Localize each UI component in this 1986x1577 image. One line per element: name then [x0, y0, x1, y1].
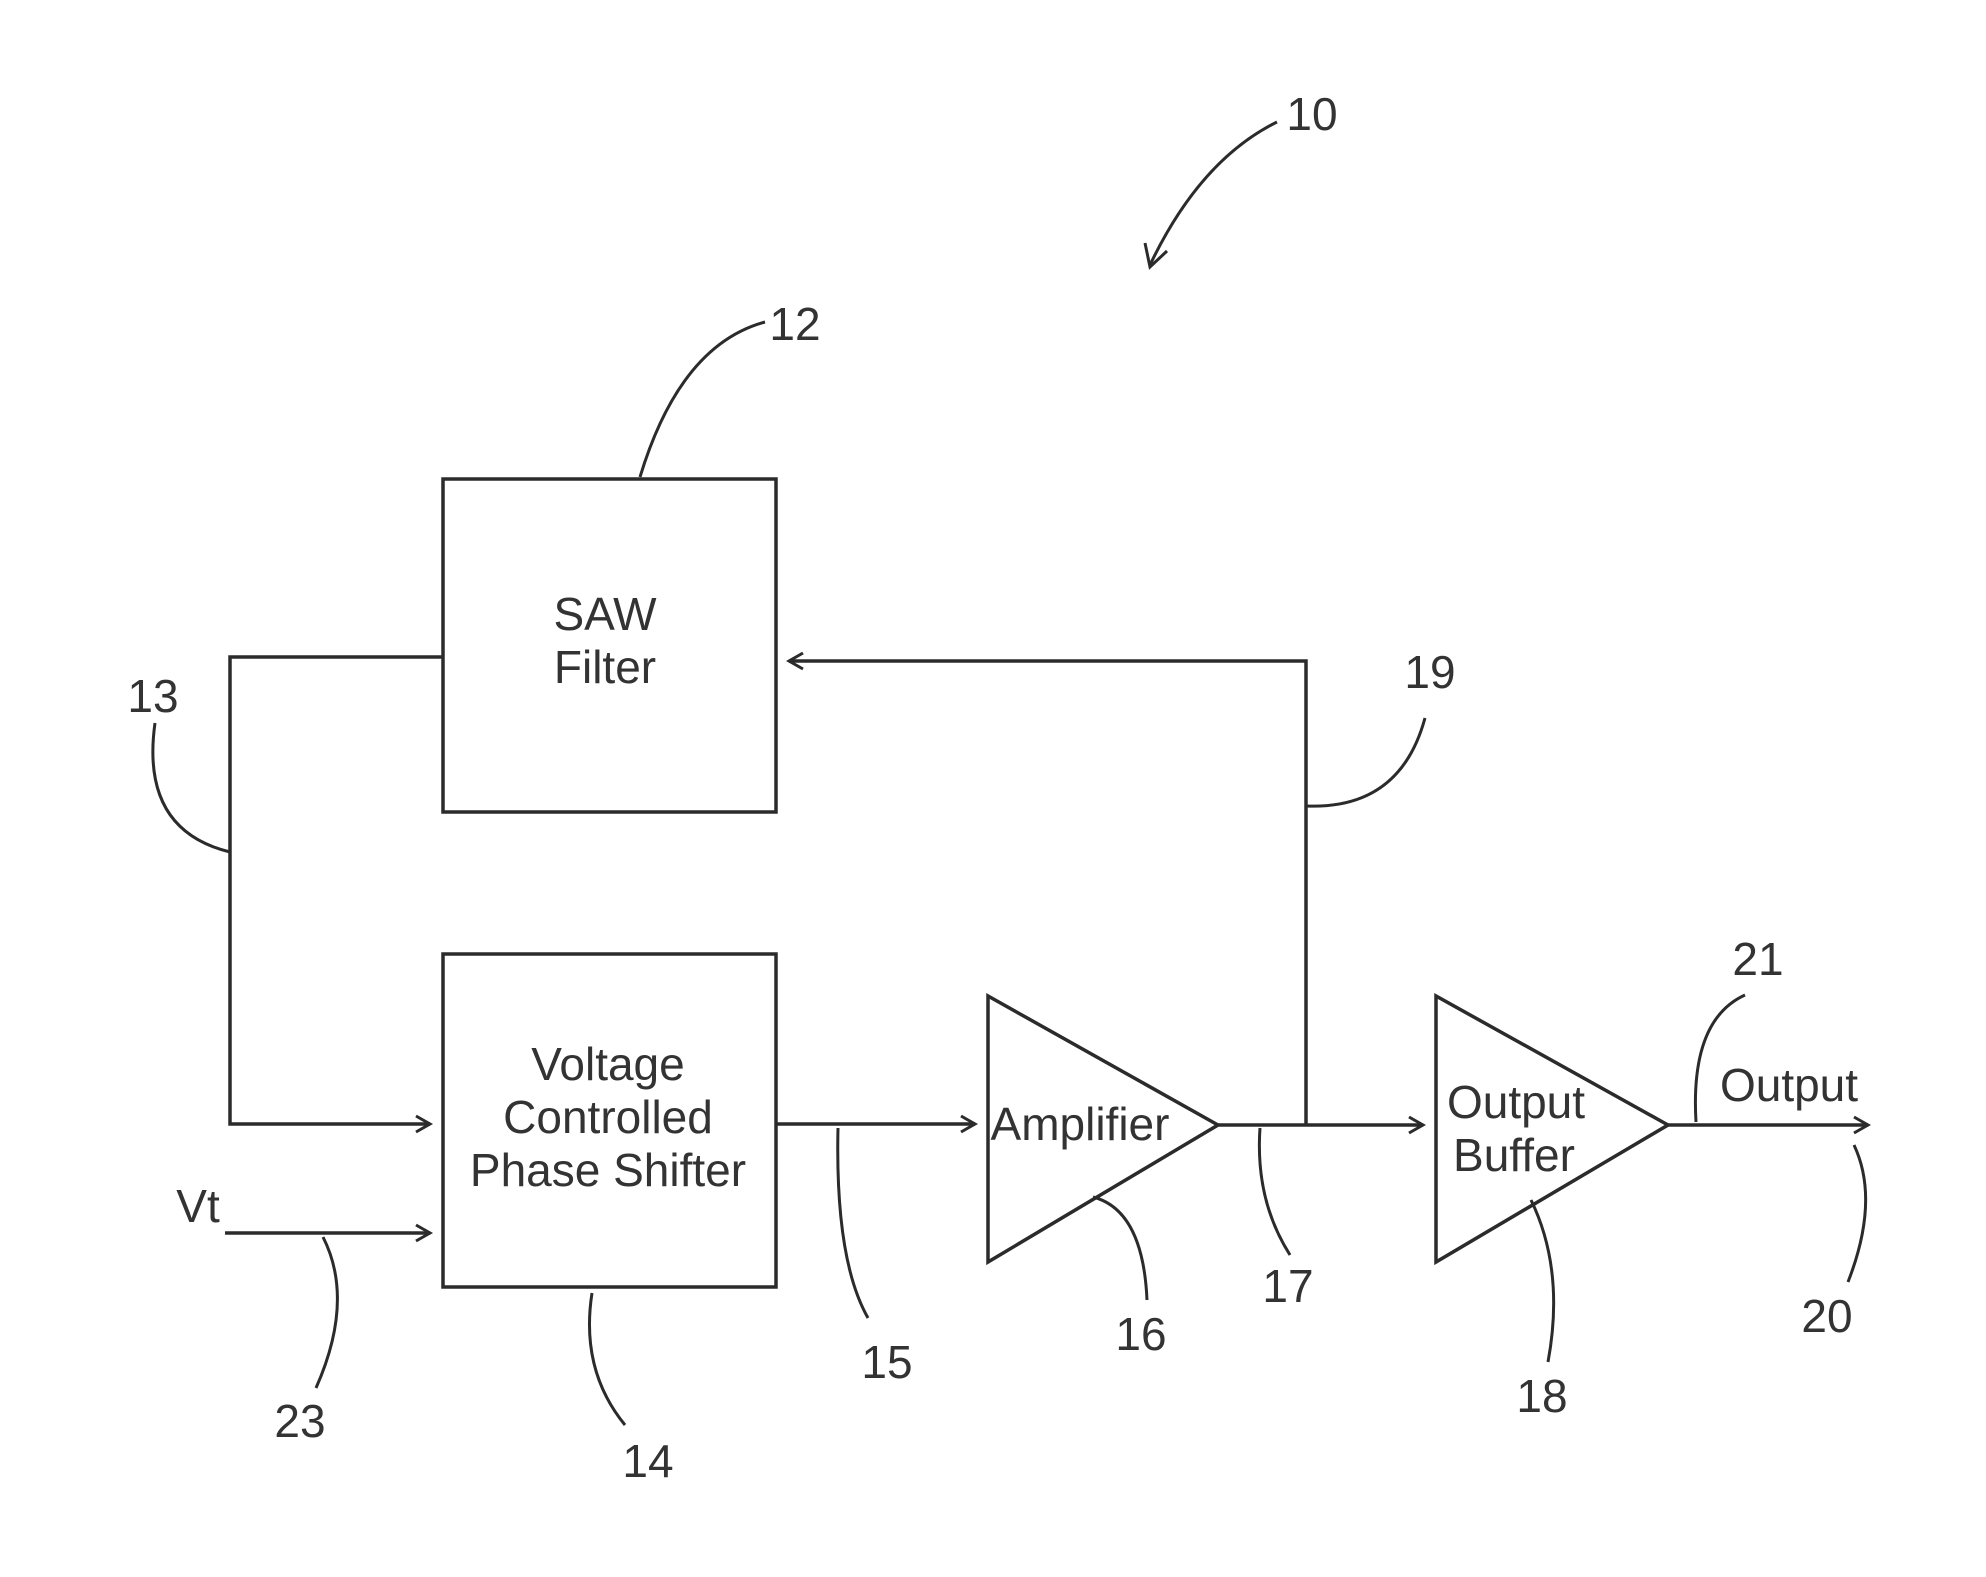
- leader-12: [640, 322, 765, 477]
- ref-21: 21: [1732, 933, 1783, 985]
- ref-15: 15: [861, 1336, 912, 1388]
- leader-13: [153, 723, 230, 852]
- leader-10: [1150, 122, 1277, 265]
- saw-filter-label-line1: SAW: [553, 588, 657, 640]
- amplifier-block: Amplifier: [988, 996, 1218, 1262]
- ref-23: 23: [274, 1395, 325, 1447]
- ref-10: 10: [1286, 88, 1337, 140]
- phase-shifter-label-line1: Voltage: [531, 1038, 684, 1090]
- ref-17: 17: [1262, 1260, 1313, 1312]
- output-buffer-label-line1: Output: [1447, 1076, 1585, 1128]
- ref-18: 18: [1516, 1370, 1567, 1422]
- leader-20: [1848, 1145, 1866, 1282]
- phase-shifter-label-line2: Controlled: [503, 1091, 713, 1143]
- output-buffer-label-line2: Buffer: [1453, 1129, 1575, 1181]
- saw-filter-label-line2: Filter: [554, 641, 656, 693]
- leader-14: [589, 1293, 625, 1425]
- leader-15: [838, 1128, 868, 1318]
- ref-12: 12: [769, 298, 820, 350]
- ref-14: 14: [622, 1435, 673, 1487]
- leader-19: [1306, 718, 1425, 806]
- ref-20: 20: [1801, 1290, 1852, 1342]
- leader-17: [1259, 1128, 1290, 1255]
- ref-13: 13: [127, 670, 178, 722]
- saw-filter-block: SAW Filter: [443, 479, 776, 812]
- reference-numerals: 10 12 13 14 15 16 17 18 19 20 21 23: [127, 88, 1852, 1487]
- output-buffer-block: Output Buffer: [1436, 996, 1668, 1262]
- leader-23: [316, 1237, 337, 1388]
- ref-16: 16: [1115, 1308, 1166, 1360]
- output-signal-label: Output: [1720, 1059, 1858, 1111]
- vt-signal-label: Vt: [176, 1180, 220, 1232]
- leader-18: [1531, 1200, 1554, 1362]
- amplifier-label: Amplifier: [991, 1098, 1170, 1150]
- leader-16: [1093, 1197, 1147, 1300]
- phase-shifter-block: Voltage Controlled Phase Shifter: [443, 954, 776, 1287]
- phase-shifter-label-line3: Phase Shifter: [470, 1144, 746, 1196]
- wire-13-saw-to-phase-shifter: [230, 657, 443, 1124]
- ref-19: 19: [1404, 646, 1455, 698]
